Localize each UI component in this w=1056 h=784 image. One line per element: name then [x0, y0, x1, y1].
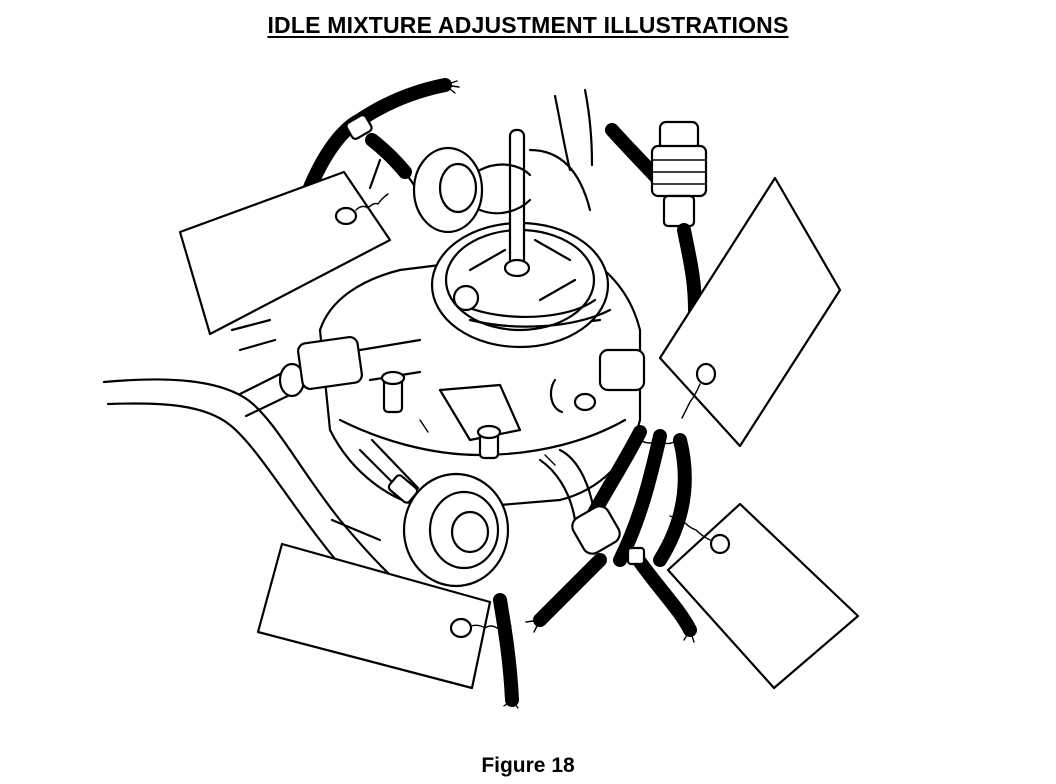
- tag-top-left: [178, 170, 392, 336]
- bottom-hose: [493, 593, 519, 709]
- air-horn: [430, 221, 612, 349]
- top-right-valve: [553, 88, 708, 317]
- lower-right-fittings: [525, 505, 697, 643]
- top-left-hose: [298, 78, 460, 207]
- tag-top-right: [658, 176, 842, 448]
- lower-diaphragm: [330, 438, 510, 588]
- page-title: IDLE MIXTURE ADJUSTMENT ILLUSTRATIONS: [0, 12, 1056, 39]
- top-diaphragm: [412, 146, 592, 234]
- page-title-text: IDLE MIXTURE ADJUSTMENT ILLUSTRATIONS: [267, 12, 789, 38]
- left-fitting: [230, 318, 277, 352]
- carburetor-illustration: [102, 78, 860, 709]
- tag-lower-right: [666, 502, 860, 690]
- figure-caption: Figure 18: [481, 754, 575, 777]
- screw-posts: [380, 370, 597, 460]
- tag-bottom-left: [256, 542, 512, 690]
